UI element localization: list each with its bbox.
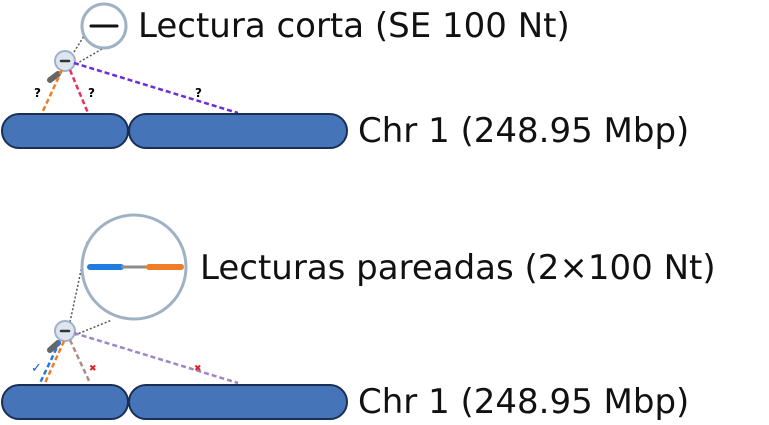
single-end-label: Lectura corta (SE 100 Nt) bbox=[138, 6, 570, 46]
magnifier-handle bbox=[47, 340, 61, 353]
zoom-connector-lower bbox=[74, 319, 113, 336]
candidate-line-right bbox=[73, 61, 239, 115]
chromosome-p-arm bbox=[1, 113, 129, 149]
question-mark-right: ? bbox=[195, 86, 202, 100]
mapping-line-right bbox=[73, 331, 239, 385]
question-mark-middle: ? bbox=[88, 86, 95, 100]
x-mark-middle: ✖ bbox=[89, 364, 97, 374]
mapping-line-middle bbox=[68, 339, 92, 384]
paired-end-panel: Lecturas pareadas (2×100 Nt) ✓ ✖ ✖ Chr 1… bbox=[1, 213, 716, 422]
magnifier-handle bbox=[47, 71, 61, 83]
chromosome-q-arm bbox=[128, 113, 348, 149]
paired-end-label: Lecturas pareadas (2×100 Nt) bbox=[200, 248, 716, 288]
chromosome-label: Chr 1 (248.95 Mbp) bbox=[358, 111, 689, 151]
question-mark-left: ? bbox=[34, 86, 41, 100]
chromosome-p-arm bbox=[1, 384, 129, 420]
chromosome-q-arm bbox=[128, 384, 348, 420]
x-mark-right: ✖ bbox=[194, 364, 202, 374]
zoom-connector-upper bbox=[73, 35, 85, 53]
single-end-panel: Lectura corta (SE 100 Nt) ? ? ? Chr 1 (2… bbox=[1, 2, 689, 151]
check-mark: ✓ bbox=[31, 361, 42, 376]
candidate-line-middle bbox=[68, 69, 90, 114]
chromosome-label: Chr 1 (248.95 Mbp) bbox=[358, 382, 689, 422]
